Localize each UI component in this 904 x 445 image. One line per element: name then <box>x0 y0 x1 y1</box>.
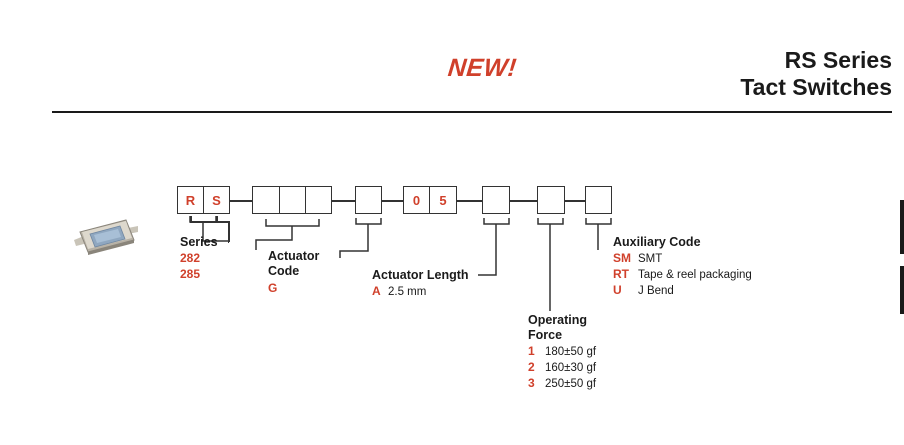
pn-box-9 <box>482 186 510 214</box>
page-edge-mark <box>900 266 904 314</box>
operating-force-label-1: Operating <box>528 313 588 327</box>
pn-box-7: 0 <box>403 186 430 214</box>
connector-line <box>230 200 252 202</box>
pn-box-1: R <box>177 186 204 214</box>
product-title: Tact Switches <box>740 74 892 100</box>
pn-box-11 <box>585 186 612 214</box>
series-title: RS Series <box>784 47 892 73</box>
connector-line <box>510 200 537 202</box>
series-option-282: 282 <box>180 251 201 265</box>
pn-box-5 <box>305 186 332 214</box>
actuator-code-label-1: Actuator <box>268 249 320 263</box>
connector-line <box>457 200 482 202</box>
actuator-length-label: Actuator Length <box>372 268 469 282</box>
header-rule <box>52 111 892 113</box>
switch-product-image <box>74 219 138 255</box>
series-label: Series <box>180 235 218 249</box>
connector-line <box>332 200 355 202</box>
actuator-code-option-g: G <box>268 281 278 295</box>
actuator-code-label-2: Code <box>268 264 300 278</box>
page-edge-mark <box>900 200 904 254</box>
pn-box-10 <box>537 186 565 214</box>
auxiliary-code-label: Auxiliary Code <box>613 235 701 249</box>
connector-line <box>565 200 585 202</box>
connector-line <box>382 200 403 202</box>
operating-force-label-2: Force <box>528 328 563 342</box>
pn-box-2: S <box>203 186 230 214</box>
pn-box-4 <box>279 186 306 214</box>
pn-box-8: 5 <box>429 186 457 214</box>
pn-box-6 <box>355 186 382 214</box>
series-option-285: 285 <box>180 267 201 281</box>
